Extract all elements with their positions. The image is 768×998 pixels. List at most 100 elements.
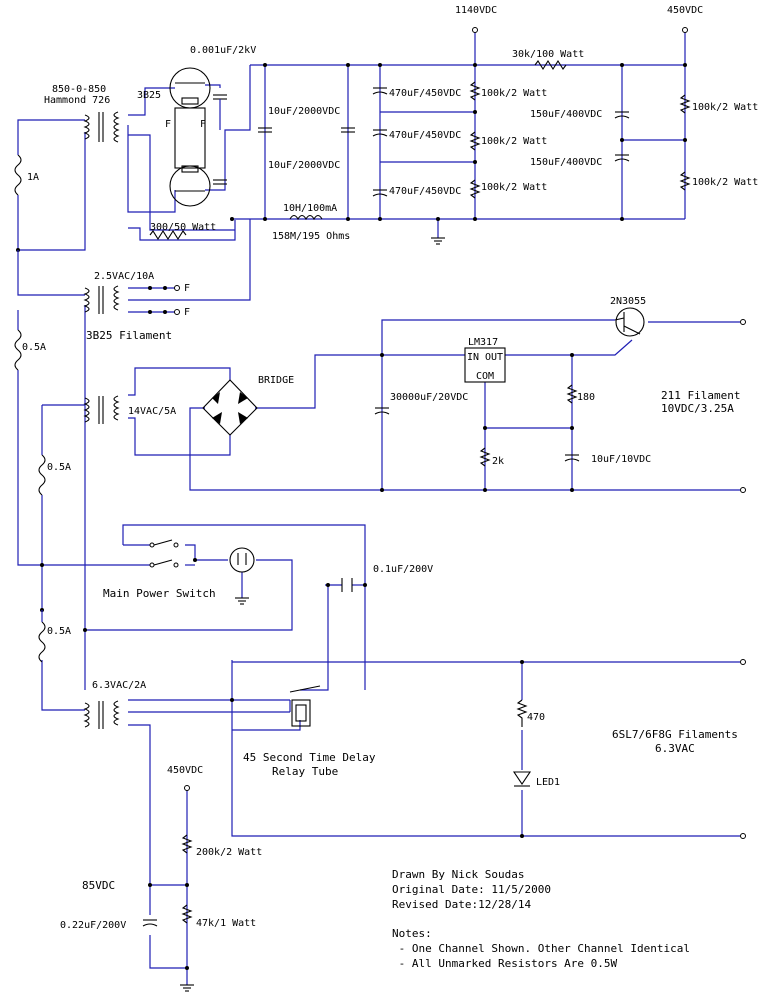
label-r-2k: 2k [492, 456, 504, 467]
label-stack-cap-2: 470uF/450VDC [389, 130, 461, 141]
label-r-200k: 200k/2 Watt [196, 847, 262, 858]
note-2: - All Unmarked Resistors Are 0.5W [392, 957, 618, 970]
label-transformer-2: Hammond 726 [44, 95, 110, 106]
label-r-47k: 47k/1 Watt [196, 918, 256, 929]
bridge-rectifier [202, 379, 258, 436]
label-stack-res-1: 100k/2 Watt [481, 88, 547, 99]
hv-transformer [83, 111, 120, 143]
label-reg-com: COM [476, 371, 494, 382]
label-1140vdc: 1140VDC [455, 5, 497, 16]
label-3b25: 3B25 [137, 90, 161, 101]
label-fuse-0-5a-1: 0.5A [22, 342, 46, 353]
tube-filament-box [174, 107, 206, 169]
resistor-47k [181, 904, 193, 924]
terminal-211-positive [740, 319, 746, 325]
label-stack-cap-1: 470uF/450VDC [389, 88, 461, 99]
resistor-180 [566, 384, 578, 404]
label-lm317: LM317 [468, 337, 498, 348]
label-bias-cap: 0.22uF/200V [60, 920, 126, 931]
label-fuse-0-5a-3: 0.5A [47, 626, 71, 637]
label-fuse-1a: 1A [27, 172, 39, 183]
label-reg-in: IN [467, 352, 479, 363]
label-6-3vac-out: 6.3VAC [655, 742, 695, 755]
stack-cap-2 [372, 129, 388, 137]
filament-211-section [38, 307, 746, 610]
terminal-bias-450vdc [184, 785, 190, 791]
label-10uf-10vdc: 10uF/10VDC [591, 454, 651, 465]
label-bias-450vdc: 450VDC [167, 765, 203, 776]
bias-cap [142, 919, 158, 927]
ground-symbol-switch [235, 597, 249, 605]
notes-title: Notes: [392, 927, 432, 940]
credit-original-date: Original Date: 11/5/2000 [392, 883, 551, 896]
fuse-0-5a-1 [14, 329, 22, 371]
bypass-cap-bottom [213, 179, 227, 185]
out-resistor-1 [679, 94, 691, 114]
label-out-cap-2: 150uF/400VDC [530, 157, 602, 168]
bias-section [142, 785, 194, 992]
bypass-cap-top [213, 94, 227, 130]
terminal-6sl7-a [740, 659, 746, 665]
label-6-3vac: 6.3VAC/2A [92, 680, 146, 691]
terminal-1140vdc [472, 27, 478, 33]
label-relay-1: 45 Second Time Delay [243, 751, 376, 764]
label-reg-out: OUT [485, 352, 503, 363]
label-relay-2: Relay Tube [272, 765, 338, 778]
fuse-1a [14, 154, 22, 196]
terminal-f-top [174, 285, 180, 291]
lm317-regulator [464, 347, 506, 383]
out-cap-2 [614, 154, 630, 162]
label-out-res-1: 100k/2 Watt [692, 102, 758, 113]
label-30000uf: 30000uF/20VDC [390, 392, 468, 403]
label-transformer-1: 850-0-850 [52, 84, 106, 95]
resistor-2k [479, 447, 491, 467]
transistor-2n3055 [614, 307, 645, 337]
led1 [512, 771, 532, 787]
filament-transformer-3b25 [83, 285, 120, 314]
out-cap-1 [614, 111, 630, 119]
label-choke-dcr: 158M/195 Ohms [272, 231, 350, 242]
label-2-5vac: 2.5VAC/10A [94, 271, 154, 282]
label-out-cap-1: 150uF/400VDC [530, 109, 602, 120]
label-2n3055: 2N3055 [610, 296, 646, 307]
rectifier-tube-bottom [169, 165, 211, 207]
snubber-cap [341, 578, 353, 592]
label-f-right: F [200, 119, 206, 130]
label-211-rating: 10VDC/3.25A [661, 402, 734, 415]
hv-wiring [17, 30, 686, 251]
note-1: - One Channel Shown. Other Channel Ident… [392, 942, 690, 955]
series-resistor-30k [534, 59, 567, 71]
hv-components [14, 27, 691, 252]
out-cap-10uf [564, 454, 580, 462]
rectifier-tube-top [169, 67, 211, 109]
label-fuse-0-5a-2: 0.5A [47, 462, 71, 473]
stack-resistor-3 [469, 179, 481, 199]
label-r-470: 470 [527, 712, 545, 723]
terminal-f-bottom [174, 309, 180, 315]
labels: 1140VDC 450VDC 850-0-850 Hammond 726 1A … [22, 5, 758, 970]
label-snubber: 0.1uF/200V [373, 564, 433, 575]
terminal-211-negative [740, 487, 746, 493]
choke [289, 214, 323, 221]
power-switch [149, 539, 179, 568]
label-stack-cap-3: 470uF/450VDC [389, 186, 461, 197]
out-resistor-2 [679, 171, 691, 191]
credit-author: Drawn By Nick Soudas [392, 868, 524, 881]
label-bridge: BRIDGE [258, 375, 294, 386]
cap-10uf-1 [258, 127, 272, 133]
label-out-res-2: 100k/2 Watt [692, 177, 758, 188]
terminal-6sl7-b [740, 833, 746, 839]
fuse-0-5a-3 [38, 621, 46, 663]
ground-symbol-hv [431, 237, 445, 245]
label-3b25-filament: 3B25 Filament [86, 329, 172, 342]
label-main-power-switch: Main Power Switch [103, 587, 216, 600]
fuse-0-5a-2 [38, 454, 46, 496]
label-stack-res-3: 100k/2 Watt [481, 182, 547, 193]
resistor-200k [181, 834, 193, 854]
label-cap-10uf-1: 10uF/2000VDC [268, 106, 340, 117]
label-r-180: 180 [577, 392, 595, 403]
label-85vdc: 85VDC [82, 879, 115, 892]
label-450vdc: 450VDC [667, 5, 703, 16]
label-f-out-1: F [184, 283, 190, 294]
